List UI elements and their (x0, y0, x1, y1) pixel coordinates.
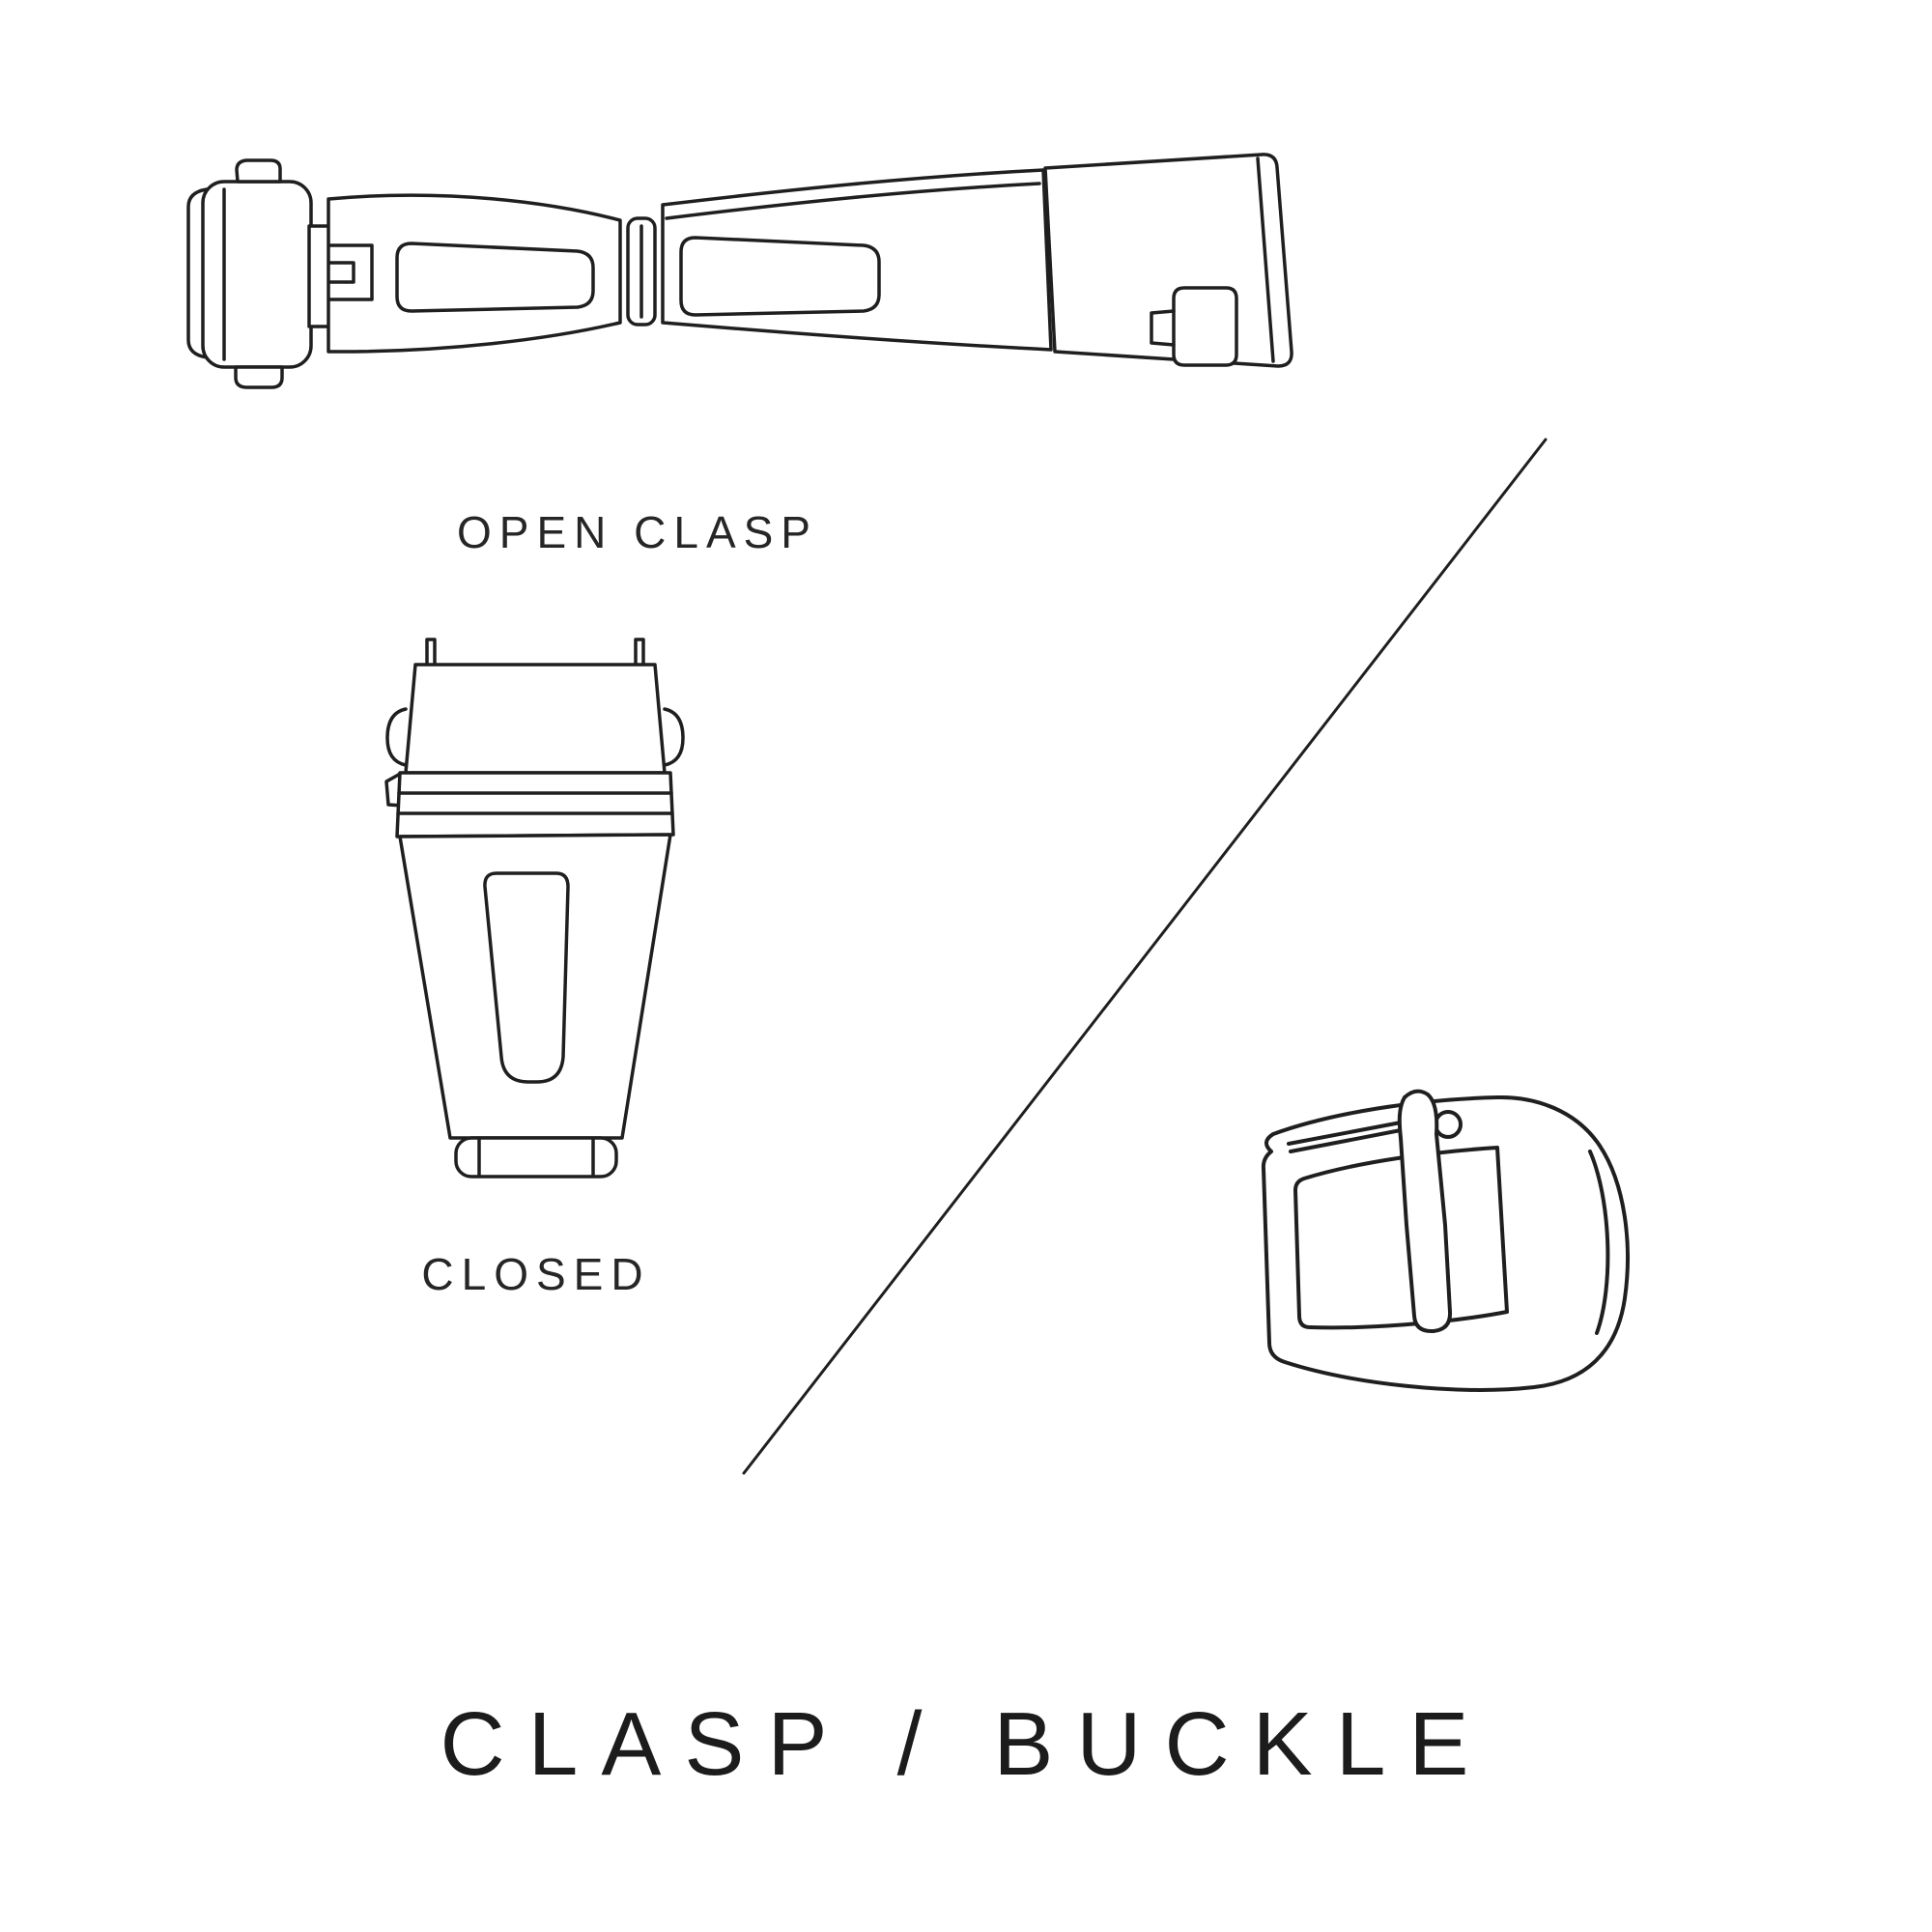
closed-clasp-label: CLOSED (421, 1249, 651, 1299)
buckle-tang (1397, 1089, 1453, 1334)
open-clasp-label: OPEN CLASP (457, 507, 818, 557)
clasp-ear-right (663, 707, 685, 767)
clasp-left-cap (186, 158, 313, 389)
clasp-foot (454, 1136, 618, 1179)
buckle-spring-bar (1287, 1121, 1403, 1153)
clasp-fold-band (395, 771, 675, 838)
page-title: CLASP / BUCKLE (440, 1693, 1492, 1794)
closed-clasp-illustration (384, 638, 685, 1179)
buckle-figure (1215, 1080, 1660, 1437)
closed-clasp-figure (377, 636, 715, 1215)
clasp-hinge (626, 216, 657, 327)
clasp-inner-slot (483, 871, 570, 1084)
clasp-right-arm (661, 168, 1053, 352)
open-clasp-illustration (186, 153, 1293, 389)
buckle-tang-ring (1434, 1110, 1463, 1139)
open-clasp-figure (174, 145, 1304, 493)
buckle-lobe-curve (1588, 1150, 1610, 1335)
clasp-ear-left (385, 707, 408, 767)
clasp-prong-right (634, 638, 645, 668)
clasp-right-end (1043, 153, 1293, 368)
buckle-illustration (1261, 1089, 1630, 1392)
clasp-prong-left (425, 638, 437, 668)
clasp-body (398, 833, 672, 1140)
clasp-left-arm (327, 193, 622, 354)
clasp-top-box (404, 663, 667, 775)
